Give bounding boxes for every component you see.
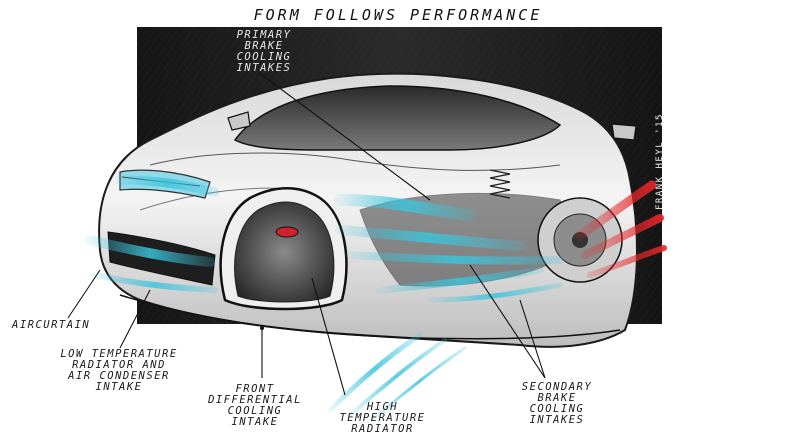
label-aircurtain: AIRCURTAIN [12,319,91,331]
suspension-spring [489,169,511,199]
label-secondary-brake-cooling-intakes: SECONDARY BRAKE COOLING INTAKES [521,381,593,426]
hot-airflow [575,180,667,278]
label-high-temperature-radiator: HIGH TEMPERATURE RADIATOR [339,401,426,435]
cool-airflow [85,175,564,422]
label-low-temperature-radiator: LOW TEMPERATURE RADIATOR AND AIR CONDENS… [60,348,178,393]
left-mirror [227,111,251,131]
label-front-differential-cooling-intake: FRONT DIFFERENTIAL COOLING INTAKE [208,383,302,428]
label-primary-brake-cooling-intakes: PRIMARY BRAKE COOLING INTAKES [236,29,292,74]
diagram-title: FORM FOLLOWS PERFORMANCE [253,6,543,24]
windshield [233,85,562,151]
grille-emblem [275,226,299,238]
callout-leaders [67,71,546,396]
artist-signature: FRANK HEYL '15 [655,113,665,210]
right-mirror [611,123,637,141]
